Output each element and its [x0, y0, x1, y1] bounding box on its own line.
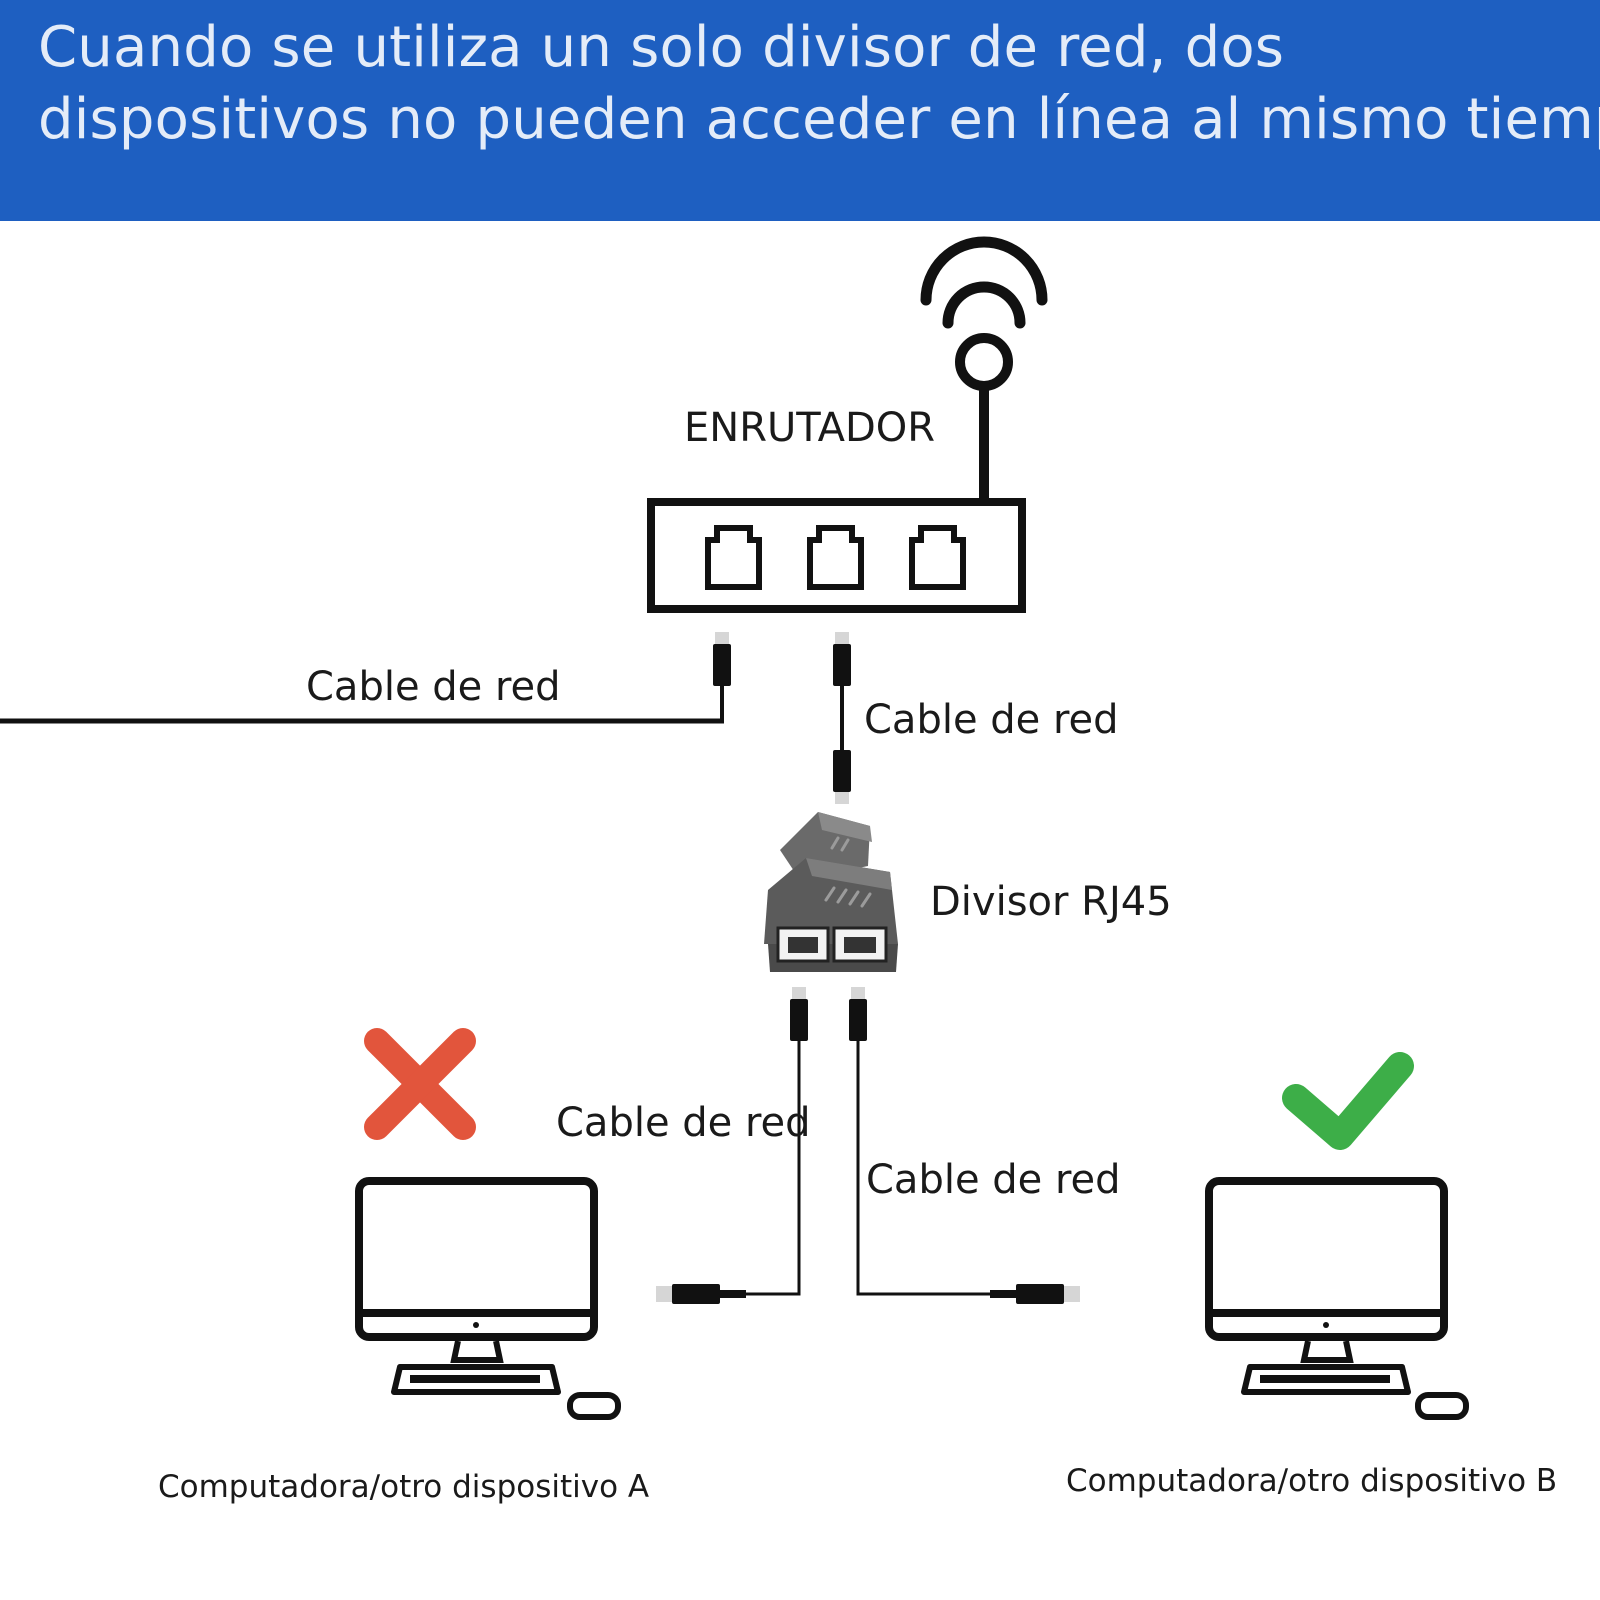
router-label: ENRUTADOR [684, 405, 936, 451]
check-icon [1282, 1052, 1414, 1150]
splitter-label: Divisor RJ45 [930, 879, 1172, 925]
device-b-label: Computadora/otro dispositivo B [1066, 1463, 1558, 1499]
title-banner: Cuando se utiliza un solo divisor de red… [0, 0, 1600, 221]
title-line-1: Cuando se utiliza un solo divisor de red… [38, 15, 1285, 80]
ethernet-port-icon [705, 525, 762, 590]
cross-icon [364, 1028, 476, 1140]
device-a-label: Computadora/otro dispositivo A [158, 1469, 650, 1505]
network-cable-left [0, 632, 731, 724]
cable-label-lower-right: Cable de red [866, 1157, 1121, 1203]
computer-icon-a [355, 1177, 621, 1420]
rj45-plug-icon [656, 1284, 746, 1304]
rj45-plug-icon [849, 987, 867, 1041]
rj45-splitter-icon [764, 812, 898, 972]
network-cable-lower-left [656, 987, 808, 1304]
rj45-plug-icon [990, 1284, 1080, 1304]
rj45-plug-icon [833, 750, 851, 804]
network-cable-lower-right [849, 987, 1080, 1304]
router-icon [647, 498, 1026, 613]
ethernet-port-icon [909, 525, 966, 590]
title-line-2: dispositivos no pueden acceder en línea … [38, 87, 1600, 152]
rj45-plug-icon [713, 632, 731, 686]
wifi-icon [920, 236, 1048, 500]
network-cable-upper [833, 632, 851, 804]
cable-label-left: Cable de red [306, 664, 561, 710]
rj45-plug-icon [790, 987, 808, 1041]
computer-icon-b [1205, 1177, 1469, 1420]
rj45-plug-icon [833, 632, 851, 686]
cable-label-lower-left: Cable de red [556, 1100, 811, 1146]
cable-label-upper: Cable de red [864, 697, 1119, 743]
ethernet-port-icon [807, 525, 864, 590]
